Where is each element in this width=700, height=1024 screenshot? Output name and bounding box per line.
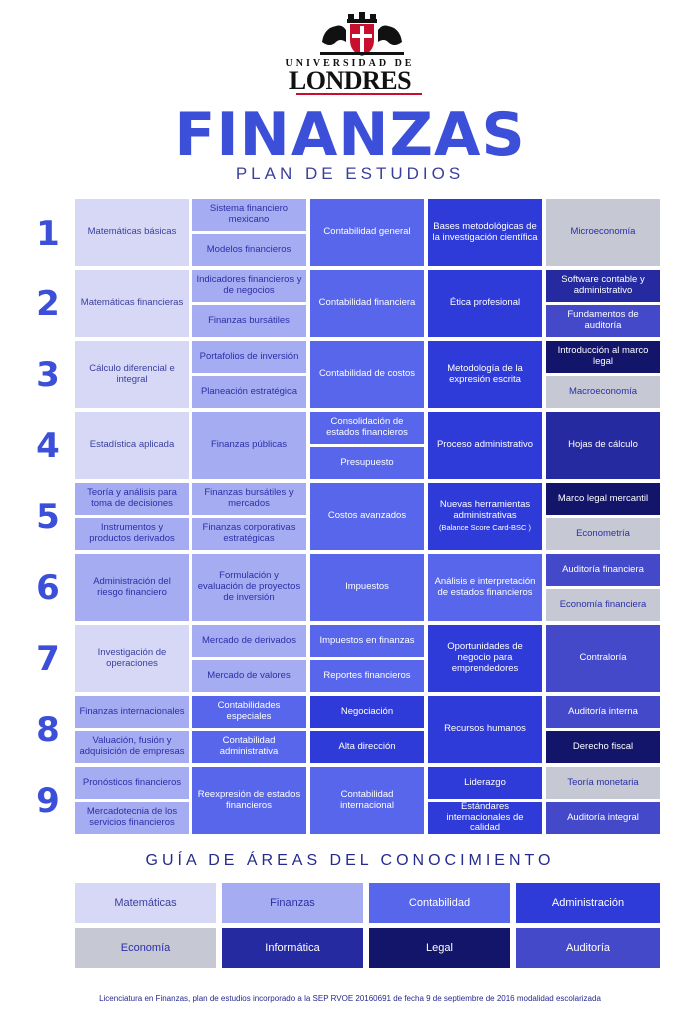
course-cell: Indicadores financieros y de negocios [192,270,306,302]
course-cell: Contabilidad de costos [310,341,424,408]
legend-legal: Legal [369,928,510,968]
course-cell: Negociación [310,696,424,728]
course-cell: Planeación estratégica [192,376,306,408]
course-cell: Proceso administrativo [428,412,542,479]
semester-number-2: 2 [36,284,60,324]
logo-rule [296,93,422,95]
course-cell: Formulación y evaluación de proyectos de… [192,554,306,621]
course-cell: Consolidación de estados financieros [310,412,424,444]
course-cell: Liderazgo [428,767,542,799]
semester-number-5: 5 [36,497,60,537]
footer-note: Licenciatura en Finanzas, plan de estudi… [99,994,601,1003]
semester-number-7: 7 [36,639,60,679]
semester-number-8: 8 [36,710,60,750]
course-cell: Bases metodológicas de la investigación … [428,199,542,266]
course-cell: Finanzas internacionales [75,696,189,728]
course-cell: Cálculo diferencial e integral [75,341,189,408]
university-name-line2: LONDRES [288,66,412,95]
legend-auditoria: Auditoría [516,928,660,968]
course-cell: Microeconomía [546,199,660,266]
course-cell: Matemáticas básicas [75,199,189,266]
legend-informatica: Informática [222,928,363,968]
course-cell: Estándares internacionales de calidad [428,801,542,834]
course-cell: Costos avanzados [310,483,424,550]
course-label: Nuevas herramientas administrativas [439,499,531,522]
course-cell: Reportes financieros [310,660,424,692]
course-cell: Valuación, fusión y adquisición de empre… [75,731,189,763]
page-subtitle: PLAN DE ESTUDIOS [235,164,465,183]
course-cell: Contabilidad internacional [310,767,424,834]
semester-number-3: 3 [36,355,60,395]
course-cell: Recursos humanos [428,696,542,763]
course-cell: Contabilidades especiales [192,696,306,728]
course-cell: Contraloría [546,625,660,692]
legend-contabilidad: Contabilidad [369,883,510,923]
course-cell: Teoría monetaria [546,767,660,799]
university-crest-logo [320,12,404,56]
university-name-line1: UNIVERSIDAD DE [285,58,415,69]
course-cell: Presupuesto [310,447,424,479]
course-cell: Auditoría integral [546,802,660,834]
course-cell: Contabilidad general [310,199,424,266]
legend-finanzas: Finanzas [222,883,363,923]
course-cell: Mercadotecnia de los servicios financier… [75,802,189,834]
course-cell: Finanzas bursátiles [192,305,306,337]
course-cell: Auditoría interna [546,696,660,728]
course-cell: Fundamentos de auditoría [546,305,660,337]
course-cell: Software contable y administrativo [546,270,660,302]
course-cell: Sistema financiero mexicano [192,199,306,231]
course-cell: Contabilidad administrativa [192,731,306,763]
course-cell: Finanzas corporativas estratégicas [192,518,306,550]
course-cell: Marco legal mercantil [546,483,660,515]
course-cell: Alta dirección [310,731,424,763]
course-cell: Economía financiera [546,589,660,621]
course-cell: Instrumentos y productos derivados [75,518,189,550]
course-cell: Investigación de operaciones [75,625,189,692]
course-cell: Econometría [546,518,660,550]
course-cell: Estadística aplicada [75,412,189,479]
legend-matematicas: Matemáticas [75,883,216,923]
semester-number-1: 1 [36,214,60,254]
page-title: FINANZAS [174,100,526,170]
course-cell: Teoría y análisis para toma de decisione… [75,483,189,515]
course-cell: Análisis e interpretación de estados fin… [428,554,542,621]
course-cell: Introducción al marco legal [546,341,660,373]
course-note: (Balance Score Card-BSC ) [438,523,532,533]
course-cell: Nuevas herramientas administrativas (Bal… [428,483,542,550]
course-cell: Portafolios de inversión [192,341,306,373]
course-cell: Ética profesional [428,270,542,337]
course-cell: Macroeconomía [546,376,660,408]
semester-number-6: 6 [36,568,60,608]
course-cell: Modelos financieros [192,234,306,266]
course-cell: Contabilidad financiera [310,270,424,337]
course-cell: Metodología de la expresión escrita [428,341,542,408]
guide-title: GUÍA DE ÁREAS DEL CONOCIMIENTO [145,852,555,869]
course-cell: Finanzas públicas [192,412,306,479]
course-cell: Matemáticas financieras [75,270,189,337]
semester-number-4: 4 [36,426,60,466]
course-cell: Auditoría financiera [546,554,660,586]
legend-administracion: Administración [516,883,660,923]
course-cell: Hojas de cálculo [546,412,660,479]
course-cell: Oportunidades de negocio para emprendedo… [428,625,542,692]
course-cell: Pronósticos financieros [75,767,189,799]
course-cell: Impuestos [310,554,424,621]
course-cell: Administración del riesgo financiero [75,554,189,621]
legend-economia: Economía [75,928,216,968]
semester-number-9: 9 [36,781,60,821]
course-cell: Mercado de valores [192,660,306,692]
course-cell: Reexpresión de estados financieros [192,767,306,834]
course-cell: Mercado de derivados [192,625,306,657]
course-cell: Impuestos en finanzas [310,625,424,657]
course-cell: Derecho fiscal [546,731,660,763]
course-cell: Finanzas bursátiles y mercados [192,483,306,515]
